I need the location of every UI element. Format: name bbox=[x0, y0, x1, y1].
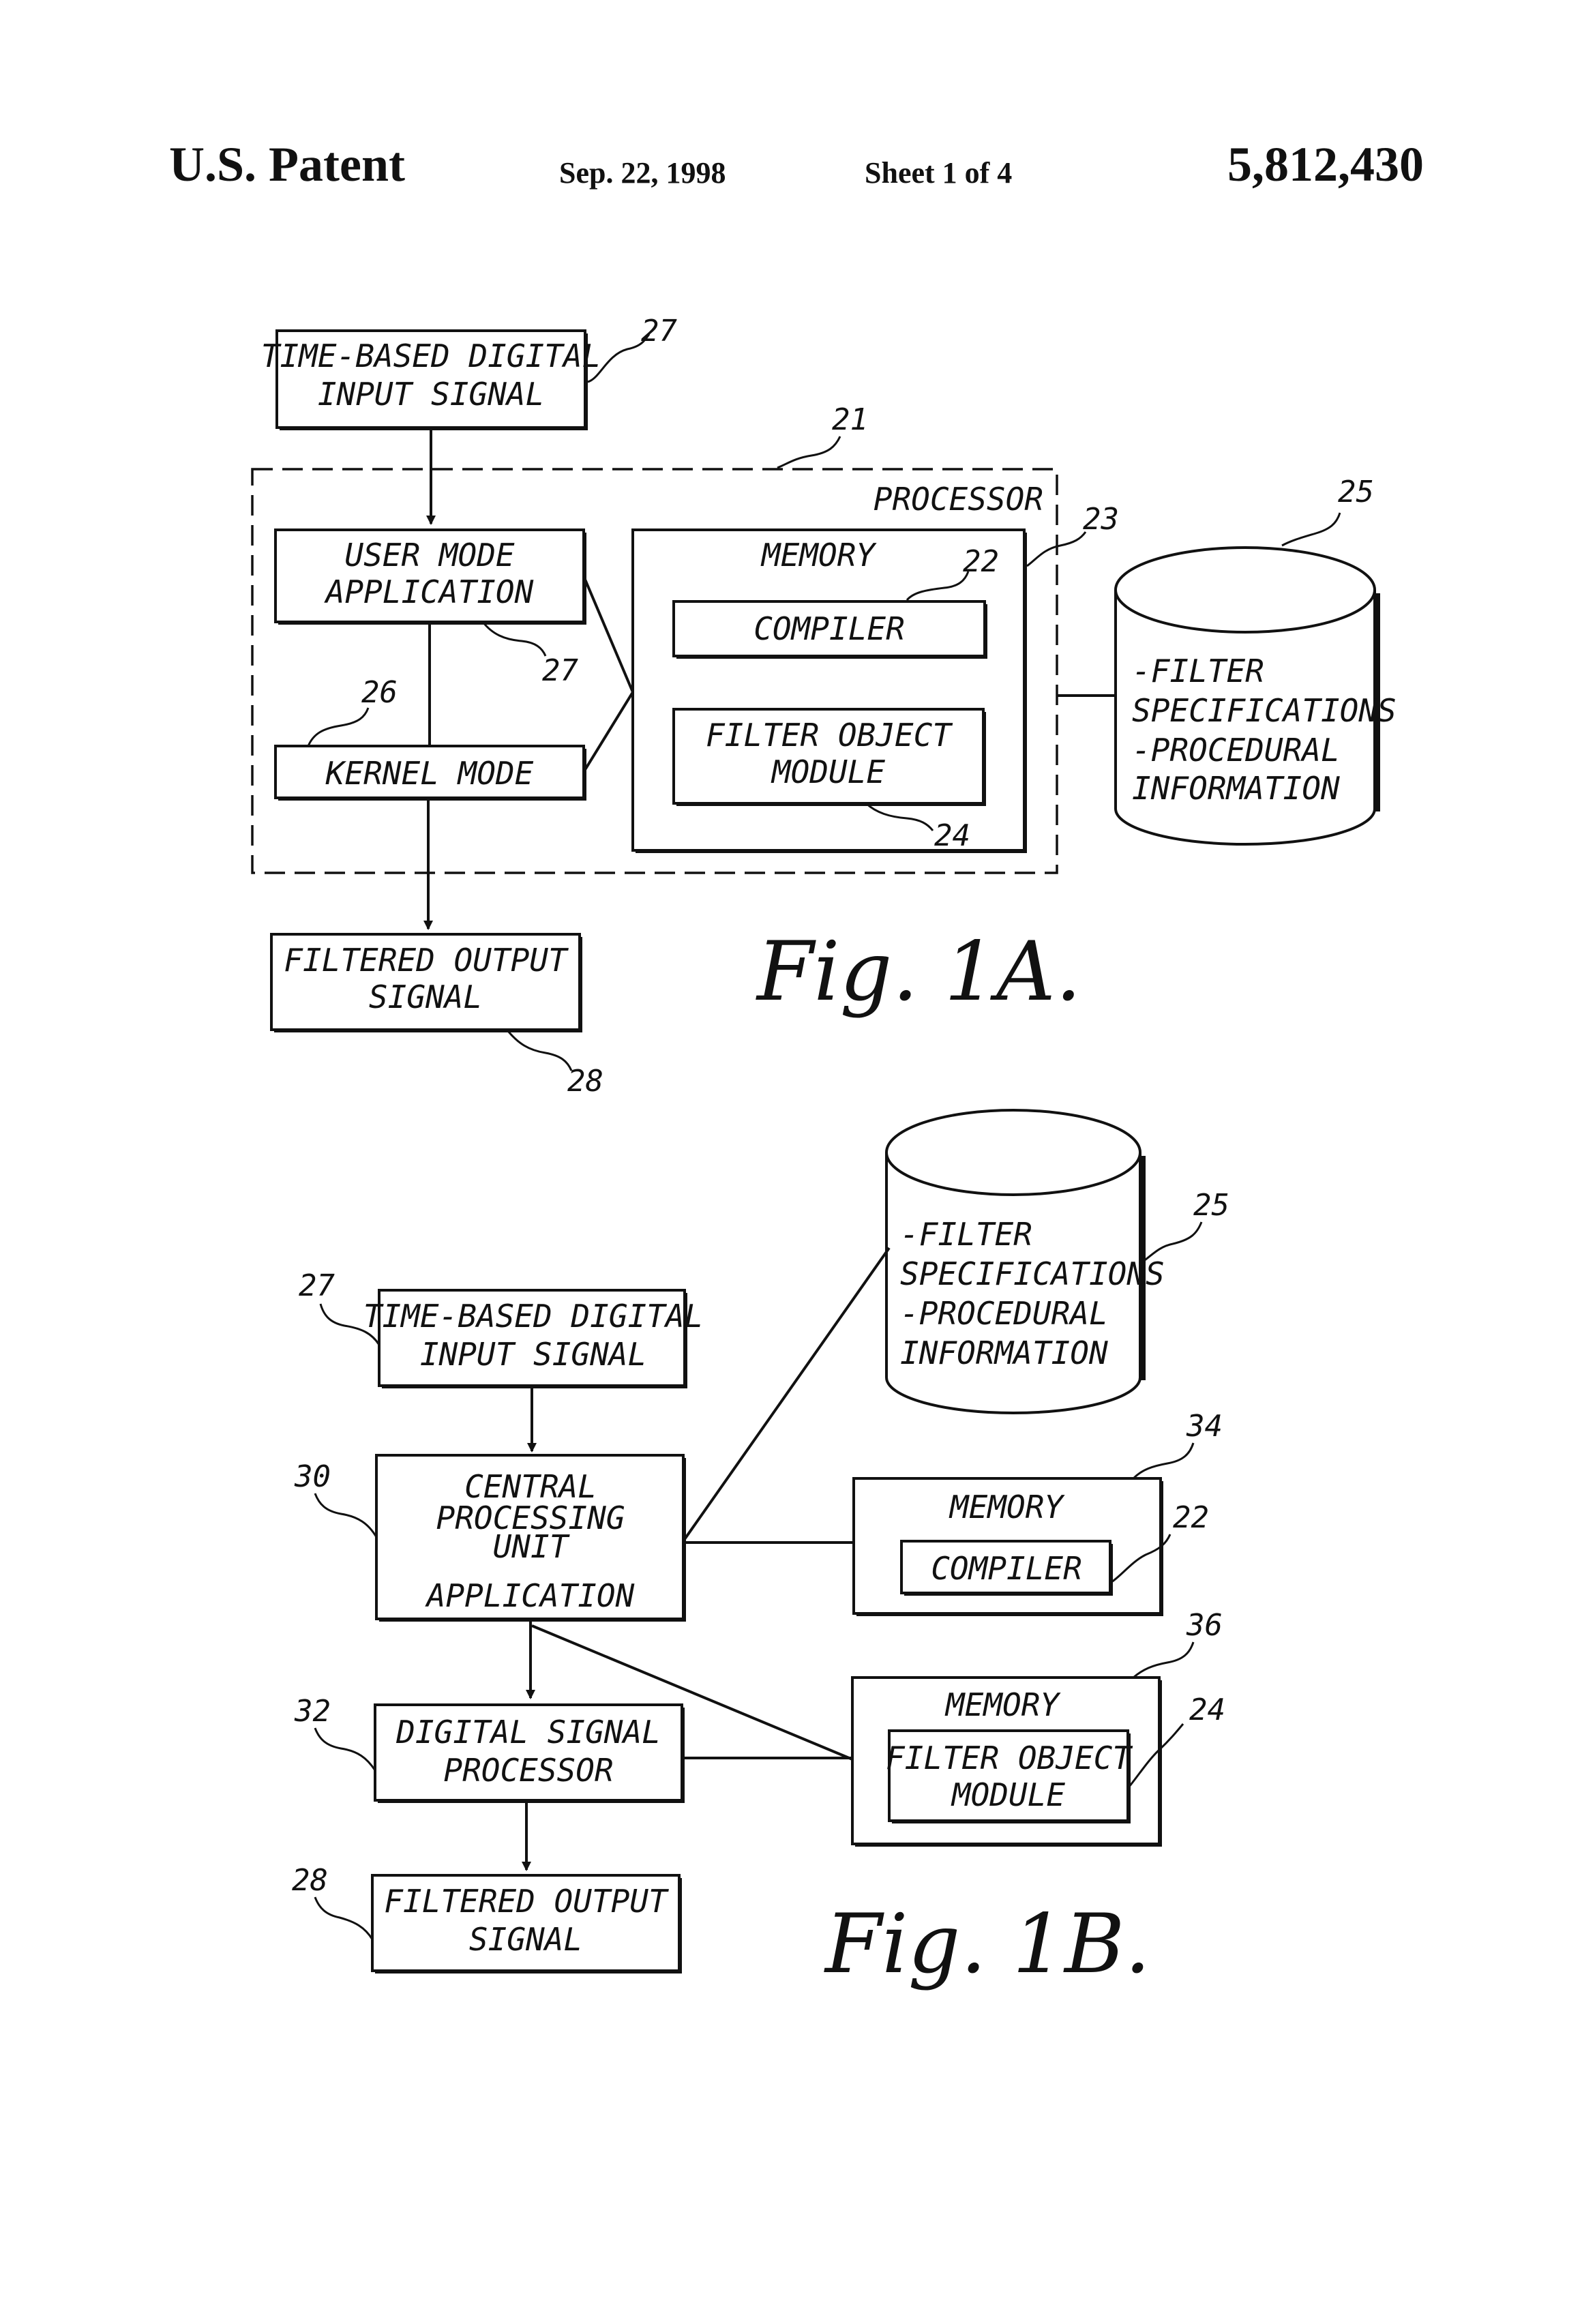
fig1a-user-mode-text-1: USER MODE bbox=[344, 537, 515, 573]
fig1a-memory-label: MEMORY bbox=[760, 537, 877, 573]
fig1a-output-text-2: SIGNAL bbox=[369, 979, 482, 1015]
fig1b-ref-output: 28 bbox=[292, 1863, 328, 1898]
fig1b-ref-memory2: 36 bbox=[1186, 1608, 1223, 1643]
fig1b-input-text-2: INPUT SIGNAL bbox=[420, 1336, 646, 1373]
fig1b-compiler-text: COMPILER bbox=[931, 1550, 1082, 1587]
fig1b-db-text-2: SPECIFICATIONS bbox=[900, 1255, 1165, 1292]
fig1a-leader-user-mode bbox=[483, 622, 546, 656]
fig1b-texts: -FILTER SPECIFICATIONS -PROCEDURAL INFOR… bbox=[292, 1188, 1229, 1992]
fig1a-leader-kernel bbox=[308, 708, 368, 746]
fig1b-ref-compiler: 22 bbox=[1173, 1500, 1209, 1535]
fig1b-ref-dsp: 32 bbox=[294, 1694, 331, 1729]
fig1a-input-text-2: INPUT SIGNAL bbox=[318, 376, 544, 413]
fig1a-ref-db: 25 bbox=[1338, 475, 1374, 509]
fig1a-db-text-4: INFORMATION bbox=[1132, 770, 1340, 807]
fig1a-caption: Fig. 1A. bbox=[756, 925, 1081, 1019]
fig1b-caption: Fig. 1B. bbox=[824, 1897, 1150, 1992]
fig1b-cpu-text-3: UNIT bbox=[493, 1528, 570, 1565]
fig1a-ref-input: 27 bbox=[641, 314, 677, 348]
fig1a-connector-kernel-memory bbox=[584, 692, 633, 772]
fig1a-kernel-text: KERNEL MODE bbox=[325, 755, 534, 792]
fig1b-dsp-text-2: PROCESSOR bbox=[443, 1752, 613, 1789]
fig1b-filter-text-1: FILTER OBJECT bbox=[886, 1740, 1133, 1776]
fig1b-filter-text-2: MODULE bbox=[951, 1776, 1065, 1813]
fig1b-db-text-3: -PROCEDURAL bbox=[900, 1295, 1108, 1332]
fig1b-leader-output bbox=[315, 1897, 372, 1939]
fig1b-db-text-4: INFORMATION bbox=[900, 1335, 1108, 1371]
fig1a-leader-db bbox=[1282, 513, 1340, 546]
fig1a-leader-filter bbox=[866, 803, 933, 831]
fig1a-leader-compiler bbox=[907, 571, 968, 600]
fig1b-cpu-text-4: APPLICATION bbox=[425, 1577, 635, 1614]
fig1b-db-text-1: -FILTER bbox=[900, 1216, 1032, 1253]
fig1b-memory1-label: MEMORY bbox=[949, 1489, 1065, 1525]
fig1a-db-text-1: -FILTER bbox=[1132, 653, 1264, 689]
fig1b-leader-memory2 bbox=[1133, 1642, 1193, 1678]
fig-1b bbox=[315, 1110, 1202, 1973]
fig1b-dsp-text-1: DIGITAL SIGNAL bbox=[395, 1714, 661, 1751]
fig1a-db-text-2: SPECIFICATIONS bbox=[1132, 692, 1397, 729]
fig1b-input-text-1: TIME-BASED DIGITAL bbox=[363, 1298, 704, 1335]
fig1a-user-mode-text-2: APPLICATION bbox=[324, 573, 534, 610]
fig1a-input-text-1: TIME-BASED DIGITAL bbox=[261, 338, 601, 374]
fig1b-memory2-label: MEMORY bbox=[944, 1686, 1061, 1723]
fig1a-connector-user-memory bbox=[584, 576, 633, 692]
fig1b-ref-input: 27 bbox=[299, 1268, 335, 1303]
fig1a-ref-kernel: 26 bbox=[361, 675, 398, 710]
fig1a-leader-output bbox=[508, 1031, 571, 1071]
fig1b-ref-db: 25 bbox=[1193, 1188, 1229, 1223]
fig1b-connector-cpu-db bbox=[683, 1248, 889, 1541]
fig1a-filter-text-1: FILTER OBJECT bbox=[706, 717, 953, 754]
fig1a-output-text-1: FILTERED OUTPUT bbox=[284, 942, 569, 979]
fig1b-leader-dsp bbox=[315, 1728, 375, 1770]
fig1b-ref-memory1: 34 bbox=[1186, 1409, 1223, 1444]
fig1b-output-text-1: FILTERED OUTPUT bbox=[384, 1883, 669, 1920]
fig1a-ref-output: 28 bbox=[567, 1064, 603, 1099]
fig1a-processor-label: PROCESSOR bbox=[874, 481, 1043, 518]
fig1a-compiler-text: COMPILER bbox=[753, 610, 905, 647]
fig1a-db-text-3: -PROCEDURAL bbox=[1132, 732, 1340, 769]
fig1b-output-text-2: SIGNAL bbox=[469, 1921, 582, 1958]
fig1a-ref-user-mode: 27 bbox=[542, 653, 578, 688]
fig1a-ref-compiler: 22 bbox=[963, 544, 999, 579]
fig1b-ref-cpu: 30 bbox=[294, 1459, 331, 1494]
fig1a-filter-text-2: MODULE bbox=[771, 754, 885, 790]
fig1b-leader-memory1 bbox=[1133, 1443, 1193, 1478]
fig1b-leader-cpu bbox=[315, 1493, 376, 1537]
fig1a-ref-filter: 24 bbox=[934, 818, 970, 853]
fig1a-ref-processor: 21 bbox=[832, 402, 868, 437]
fig1a-leader-processor bbox=[777, 436, 840, 468]
fig1a-ref-memory: 23 bbox=[1083, 502, 1119, 537]
fig1b-ref-filter: 24 bbox=[1189, 1693, 1225, 1727]
fig1b-leader-filter bbox=[1129, 1724, 1183, 1787]
